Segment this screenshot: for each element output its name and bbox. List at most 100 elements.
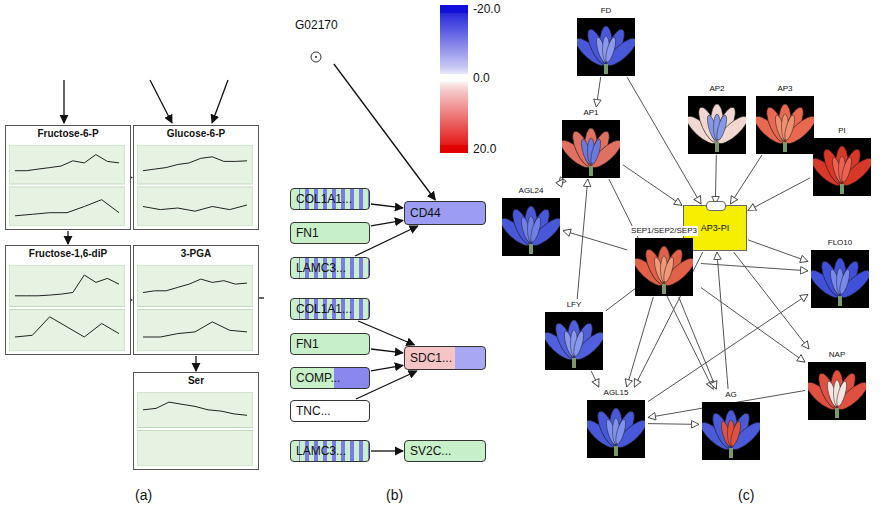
gene-box: LAMC3... bbox=[290, 440, 370, 462]
node-label: LAMC3... bbox=[296, 444, 346, 458]
legend-swatch bbox=[440, 5, 468, 13]
node-label: AP3 bbox=[776, 84, 793, 94]
chart-panel bbox=[137, 145, 253, 184]
node-label: CD44 bbox=[410, 206, 441, 220]
legend-swatch bbox=[440, 74, 468, 82]
node-label: 3-PGA bbox=[134, 246, 258, 262]
flower-image bbox=[811, 250, 869, 308]
chart-line bbox=[143, 402, 247, 415]
metabolite-box: Fructose-6-P bbox=[5, 125, 131, 230]
inner-organ bbox=[572, 330, 586, 357]
chart-panel bbox=[137, 310, 253, 352]
inner-organ bbox=[729, 420, 743, 447]
flower-image bbox=[635, 238, 693, 296]
stem bbox=[572, 358, 576, 368]
connector bbox=[730, 155, 762, 204]
inner-organ bbox=[662, 256, 676, 283]
gene-box: FN1 bbox=[290, 222, 370, 244]
connector bbox=[67, 231, 68, 244]
connector bbox=[334, 64, 435, 200]
node-label: Fructose-1,6-diP bbox=[6, 246, 130, 262]
node-label: Ser bbox=[134, 373, 258, 389]
legend-swatch bbox=[440, 145, 468, 153]
inner-organ bbox=[604, 36, 618, 63]
color-scale-bar bbox=[440, 5, 468, 153]
chart-panel bbox=[9, 187, 125, 226]
inner-organ bbox=[614, 418, 628, 445]
connector bbox=[563, 231, 627, 250]
stem bbox=[614, 446, 618, 456]
flower-image bbox=[562, 120, 620, 178]
node-label: G02170 bbox=[293, 18, 340, 33]
node-label: AP2 bbox=[708, 84, 725, 94]
connector bbox=[371, 365, 403, 371]
node-label: AP3-PI bbox=[701, 223, 730, 234]
legend-value: 20.0 bbox=[473, 142, 496, 156]
connector bbox=[559, 179, 564, 185]
circle-outline bbox=[311, 52, 321, 62]
node-label: NAP bbox=[828, 350, 846, 360]
gene-box: COL1A1... bbox=[290, 188, 370, 210]
stem bbox=[662, 284, 666, 294]
stem bbox=[783, 142, 787, 152]
node-label: Fructose-6-P bbox=[6, 126, 130, 142]
connector bbox=[748, 178, 810, 211]
mini-chart bbox=[137, 265, 253, 351]
gene-box: FN1 bbox=[290, 333, 370, 355]
connector bbox=[591, 371, 599, 387]
chart-line bbox=[15, 275, 119, 296]
node-label: COL1A1... bbox=[296, 302, 352, 316]
connector bbox=[195, 356, 196, 371]
node-label: PI bbox=[837, 126, 847, 136]
metabolite-box: Glucose-6-P bbox=[133, 125, 259, 230]
gene-flower-node: FD bbox=[575, 6, 637, 76]
chart-line bbox=[143, 157, 247, 171]
inner-organ bbox=[589, 138, 603, 165]
connector bbox=[596, 77, 600, 107]
node-label: FD bbox=[600, 6, 613, 16]
chart-line bbox=[15, 155, 119, 171]
node-label: AG bbox=[724, 390, 738, 400]
flower-image bbox=[688, 96, 746, 154]
node-label: SDC1... bbox=[410, 351, 452, 365]
connector bbox=[701, 288, 805, 363]
node-label: AP1 bbox=[582, 108, 599, 118]
compound-circle bbox=[310, 51, 322, 63]
circle-dot bbox=[315, 56, 317, 58]
inner-organ bbox=[840, 156, 854, 183]
node-label: FN1 bbox=[296, 226, 319, 240]
connector bbox=[748, 240, 808, 262]
node-label: TNC... bbox=[296, 404, 331, 418]
gene-flower-node: FLO10 bbox=[809, 238, 871, 308]
gene-flower-node: SEP1/SEP2/SEP3 bbox=[628, 226, 700, 296]
panel-label: (c) bbox=[738, 487, 754, 503]
incoming-arrow bbox=[212, 80, 228, 123]
panel-label: (a) bbox=[135, 487, 152, 503]
node-label: LAMC3... bbox=[296, 261, 346, 275]
gene-flower-node: LFY bbox=[543, 300, 605, 370]
compound-node: G02170 bbox=[290, 18, 343, 63]
chart-line bbox=[143, 322, 247, 337]
gene-flower-node: AP2 bbox=[686, 84, 748, 154]
chart-panel bbox=[137, 431, 253, 467]
chart-panel bbox=[9, 310, 125, 352]
connector bbox=[627, 297, 654, 387]
chart-line bbox=[143, 279, 247, 292]
stem bbox=[840, 184, 844, 194]
node-label: COL1A1... bbox=[296, 192, 352, 206]
stem bbox=[715, 142, 719, 152]
connector bbox=[371, 204, 403, 208]
stem bbox=[529, 244, 533, 254]
flower-image bbox=[502, 198, 560, 256]
gene-flower-node: AGL24 bbox=[500, 186, 562, 256]
node-label: FN1 bbox=[296, 337, 319, 351]
connector bbox=[701, 264, 808, 271]
gene-flower-node: AGL15 bbox=[585, 388, 647, 458]
connector bbox=[577, 179, 588, 299]
connector bbox=[679, 297, 717, 389]
legend-value: -20.0 bbox=[473, 2, 500, 16]
gene-box: SDC1... bbox=[404, 346, 486, 370]
connector bbox=[371, 450, 403, 451]
gene-flower-node: PI bbox=[811, 126, 873, 196]
